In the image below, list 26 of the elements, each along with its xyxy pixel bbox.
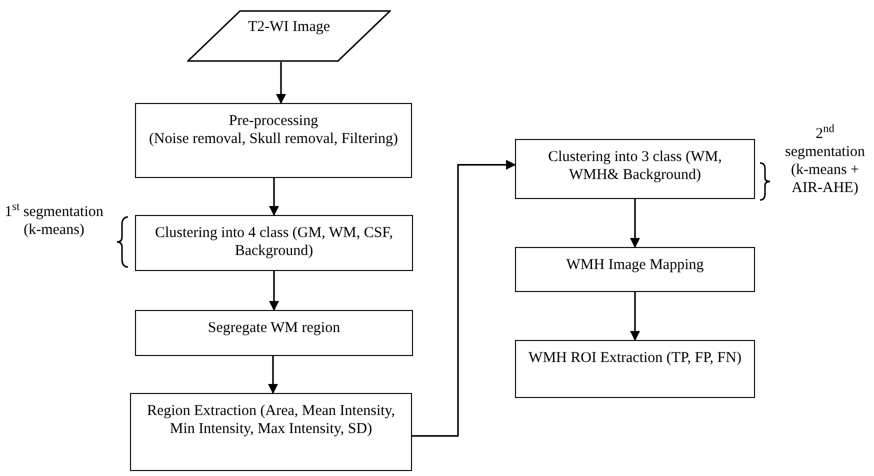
box-text: (Noise removal, Skull removal, Filtering) [148,130,398,148]
arrow [630,199,640,248]
box-text: Clustering into 4 class (GM, WM, CSF, Background) [154,224,394,260]
input-parallelogram [187,10,391,62]
process-box [515,139,755,199]
arrow [268,356,278,394]
process-box [515,340,755,398]
segmentation-note: 2$^{nd}$ segmentation (k-means + AIR-AHE) [784,125,866,197]
process-box [515,247,755,292]
process-box [135,103,412,178]
box-text: T2-WI Image [248,18,330,36]
box-text: Segregate WM region [208,319,340,337]
box-text: Clustering into 3 class (WM, WMH& Background) [547,148,723,184]
arrow [269,178,279,216]
box-text: Pre-processing [228,112,318,130]
process-box [135,215,413,271]
arrow [412,160,516,437]
process-box [135,310,413,356]
arrow [276,62,286,104]
segmentation-note: 1$^{st}$ segmentation (k-means) [4,203,104,239]
box-text: Region Extraction (Area, Mean Intensity, Min Intensity, Max Intensity, SD) [146,402,396,438]
box-text: WMH Image Mapping [566,256,704,274]
arrow [269,271,279,311]
box-text: WMH ROI Extraction (TP, FP, FN) [528,349,742,367]
process-box [130,393,412,471]
arrow [630,292,640,341]
